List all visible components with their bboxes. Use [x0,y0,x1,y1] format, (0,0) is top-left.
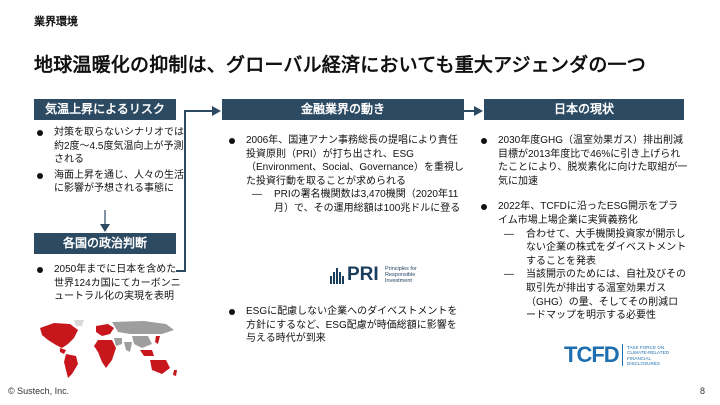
pri-wordmark: PRI [347,264,379,285]
tcfd-divider [622,344,623,366]
sub-list: 合わせて、大手機関投資家が開示しない企業の株式をダイベストメントすることを発表 … [498,228,688,323]
connector-line [184,110,214,112]
list-item: 対策を取らないシナリオでは約2度〜4.5度気温向上が予測される [34,126,184,167]
list-item-text: 2006年、国連アナン事務総長の提唱により責任投資原則（PRI）が打ち出され、E… [246,135,464,187]
tcfd-logo: TCFD TASK FORCE ON CLIMATE-RELATED FINAN… [564,342,684,368]
connector-line [184,110,186,270]
page-number: 8 [700,386,706,396]
pri-caption-line: Responsible [385,272,416,278]
right-arrow-icon [474,106,483,116]
header-national-policy: 各国の政治判断 [34,233,176,254]
down-arrow-icon [100,210,110,232]
list-item-text: 2022年、TCFDに沿ったESG開示をプライム市場上場企業に実質義務化 [498,201,679,226]
sub-list: PRIの署名機関数は3,470機関（2020年11月）で、その運用総額は100兆… [246,188,466,215]
temperature-risk-list: 対策を取らないシナリオでは約2度〜4.5度気温向上が予測される 海面上昇を通じ、… [34,126,184,196]
world-map-image [34,318,182,380]
list-item: 2030年度GHG（温室効果ガス）排出削減目標が2013年度比で46%に引き上げ… [478,134,688,188]
list-item: 2050年までに日本を含めた世界124カ国にてカーボンニュートラル化の実現を表明 [34,263,184,304]
pri-caption-line: Investment [385,278,412,284]
tcfd-caption-line: DISCLOSURES [627,361,660,367]
pri-caption: Principles for Responsible Investment [385,266,417,284]
pri-caption-line: Principles for [385,266,417,272]
tcfd-caption-line: CLIMATE-RELATED [627,350,669,356]
pri-logo: PRI Principles for Responsible Investmen… [330,264,440,286]
finance-industry-list: 2006年、国連アナン事務総長の提唱により責任投資原則（PRI）が打ち出され、E… [226,134,466,216]
tcfd-caption-line: TASK FORCE ON [627,345,665,350]
connector-line [176,270,186,272]
sub-list-item: 合わせて、大手機関投資家が開示しない企業の株式をダイベストメントすることを発表 [498,228,688,269]
right-arrow-icon [212,106,221,116]
sub-list-item: 当該開示のためには、自社及びその取引先が排出する温室効果ガス（GHG）の量、そし… [498,268,688,322]
header-finance-industry: 金融業界の動き [222,99,464,120]
tcfd-wordmark: TCFD [564,342,620,367]
tcfd-caption-line: FINANCIAL [627,355,651,361]
section-label: 業界環境 [34,16,78,28]
list-item: ESGに配慮しない企業へのダイベストメントを方針にするなど、ESG配慮が時価総額… [226,305,466,346]
list-item: 海面上昇を通じ、人々の生活に影響が予想される事態に [34,169,184,196]
sub-list-item: PRIの署名機関数は3,470機関（2020年11月）で、その運用総額は100兆… [246,188,466,215]
national-policy-list: 2050年までに日本を含めた世界124カ国にてカーボンニュートラル化の実現を表明 [34,263,184,304]
finance-divestment-list: ESGに配慮しない企業へのダイベストメントを方針にするなど、ESG配慮が時価総額… [226,305,466,346]
japan-status-list: 2030年度GHG（温室効果ガス）排出削減目標が2013年度比で46%に引き上げ… [478,134,688,323]
header-temperature-risk: 気温上昇によるリスク [34,99,176,120]
list-item: 2006年、国連アナン事務総長の提唱により責任投資原則（PRI）が打ち出され、E… [226,134,466,216]
copyright-footer: © Sustech, Inc. [8,386,70,396]
connector-line [464,110,476,112]
list-item: 2022年、TCFDに沿ったESG開示をプライム市場上場企業に実質義務化 合わせ… [478,200,688,322]
tcfd-caption: TASK FORCE ON CLIMATE-RELATED FINANCIAL … [627,345,669,367]
page-title: 地球温暖化の抑制は、グローバル経済においても重大アジェンダの一つ [34,55,646,76]
pri-bars-icon [330,268,344,284]
header-japan-status: 日本の現状 [484,99,684,120]
